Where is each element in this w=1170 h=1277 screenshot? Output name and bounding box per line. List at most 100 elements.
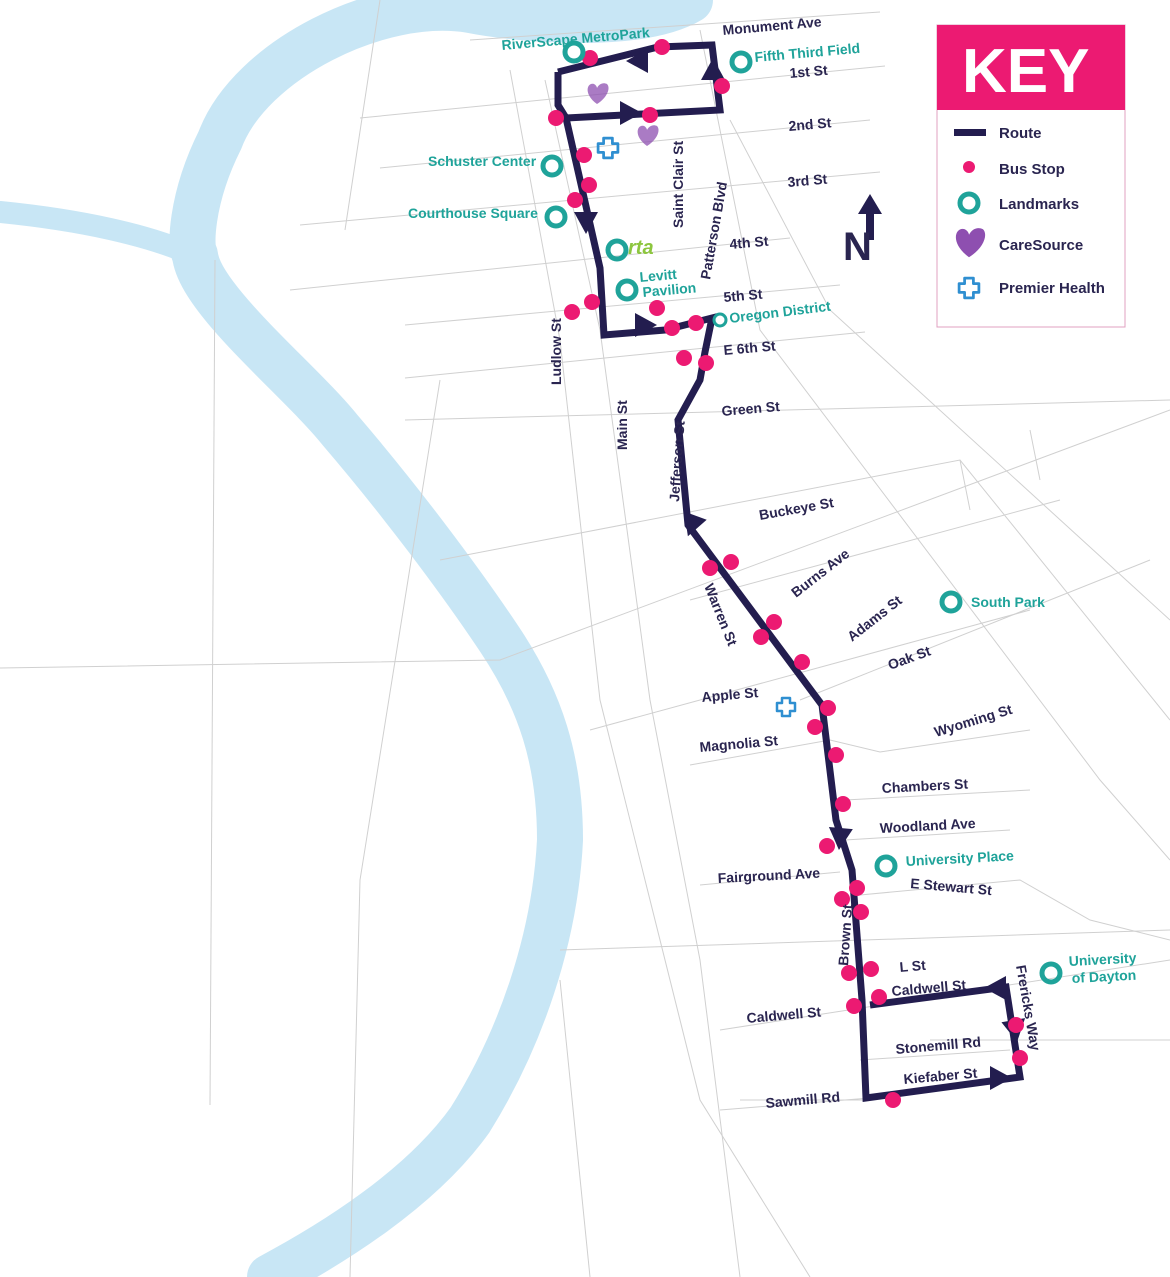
street-line	[844, 789, 1031, 801]
bus-stop	[582, 50, 598, 66]
bus-stop	[564, 304, 580, 320]
street-line	[699, 871, 841, 886]
street-line	[859, 1049, 1011, 1061]
key-label-bus-stop: Bus Stop	[999, 161, 1065, 178]
bus-stop	[676, 350, 692, 366]
street-line	[729, 119, 1170, 621]
key-label-premier-health: Premier Health	[999, 280, 1105, 297]
landmark-label-university-place: University Place	[905, 847, 1014, 869]
premier-health-cross-icon	[775, 696, 797, 718]
street-label: L St	[899, 957, 927, 975]
street-label: Brown St	[835, 903, 855, 966]
bus-stop	[835, 796, 851, 812]
bus-stop	[649, 300, 665, 316]
street-label: Kiefaber St	[903, 1065, 978, 1087]
landmark-label-levitt: Levitt	[639, 266, 678, 285]
street-line	[469, 11, 881, 41]
landmark-marker	[712, 312, 728, 328]
caresource-heart-icon	[637, 125, 659, 146]
street-label: Main St	[614, 400, 630, 450]
street-line	[349, 379, 441, 1277]
key-title: KEY	[962, 37, 1089, 106]
bus-stops	[548, 39, 1028, 1108]
street-label: Saint Clair St	[670, 141, 686, 228]
north-arrow-icon	[858, 194, 882, 240]
premier-health-cross-icon	[957, 276, 981, 300]
street-line	[844, 829, 1011, 841]
bus-stop	[567, 192, 583, 208]
landmark-label-south-park: South Park	[971, 594, 1045, 610]
street-line	[509, 69, 811, 1277]
street-line	[404, 284, 841, 326]
landmark-ring-icon	[957, 191, 981, 215]
bus-stop	[1008, 1017, 1024, 1033]
street-line	[379, 119, 871, 169]
landmark-label-schuster-center: Schuster Center	[428, 153, 537, 169]
street-label: Ludlow St	[548, 318, 564, 385]
landmark-label-university: University	[1068, 949, 1137, 969]
key-label-landmarks: Landmarks	[999, 196, 1079, 213]
bus-stop	[1012, 1050, 1028, 1066]
bus-stop	[853, 904, 869, 920]
street-label: 5th St	[723, 286, 763, 305]
key-header	[937, 25, 1125, 110]
landmark-marker	[939, 590, 963, 614]
premier-health-cross-icon	[957, 276, 981, 300]
landmark-markers	[540, 40, 1063, 985]
caresource-heart-icon	[587, 83, 609, 104]
route-arrow-icon	[828, 826, 853, 850]
street-label: Burns Ave	[788, 545, 852, 600]
landmark-label-pavilion: Pavilion	[642, 279, 697, 300]
street-label: Patterson Blvd	[697, 180, 730, 280]
street-label: Adams St	[844, 592, 905, 645]
north-label: N	[843, 225, 872, 269]
bus-stop	[846, 998, 862, 1014]
landmark-label-fifth-third-field: Fifth Third Field	[754, 40, 861, 65]
street-line	[0, 409, 1170, 669]
street-line	[689, 499, 1061, 601]
street-label: Caldwell St	[746, 1004, 822, 1026]
bus-stop	[698, 355, 714, 371]
route-arrow-icon	[620, 101, 642, 125]
caresource-markers	[587, 83, 659, 146]
street-label: Magnolia St	[699, 732, 779, 755]
route-arrow-icon	[635, 313, 657, 337]
street-line	[544, 79, 741, 1277]
route-arrow-icon	[684, 511, 707, 537]
route-arrow-icon	[984, 976, 1006, 1000]
key-label-caresource: CareSource	[999, 237, 1083, 254]
bus-stop	[849, 880, 865, 896]
bus-stop	[871, 989, 887, 1005]
street-label: Chambers St	[881, 775, 968, 796]
street-label: 1st St	[789, 62, 829, 81]
rta-logo-icon: rta	[628, 237, 654, 259]
route-arrow-icon	[574, 212, 598, 234]
premier-health-markers	[596, 136, 797, 718]
bus-stop	[702, 560, 718, 576]
north-arrow: N	[843, 194, 882, 269]
bus-stop	[723, 554, 739, 570]
route-line-icon	[954, 129, 986, 136]
bus-stop	[753, 629, 769, 645]
bus-stop	[828, 747, 844, 763]
street-line	[559, 929, 1170, 951]
bus-stop	[794, 654, 810, 670]
route-arrow-icon	[990, 1066, 1012, 1090]
landmark-marker	[729, 50, 753, 74]
premier-health-cross-icon	[596, 136, 620, 160]
street-line	[289, 237, 791, 291]
landmark-marker	[874, 854, 898, 878]
bus-stop-dot-icon	[963, 161, 975, 173]
bus-stop	[841, 965, 857, 981]
bus-stop	[766, 614, 782, 630]
street-label: Jefferson St	[666, 420, 688, 502]
street-label: Woodland Ave	[879, 815, 976, 836]
street-label: Caldwell St	[891, 977, 967, 999]
key-label-route: Route	[999, 125, 1042, 142]
street-label: Sawmill Rd	[765, 1089, 841, 1111]
bus-stop	[885, 1092, 901, 1108]
street-line	[1029, 429, 1041, 481]
bus-stop	[548, 110, 564, 126]
street-line	[859, 879, 1170, 941]
